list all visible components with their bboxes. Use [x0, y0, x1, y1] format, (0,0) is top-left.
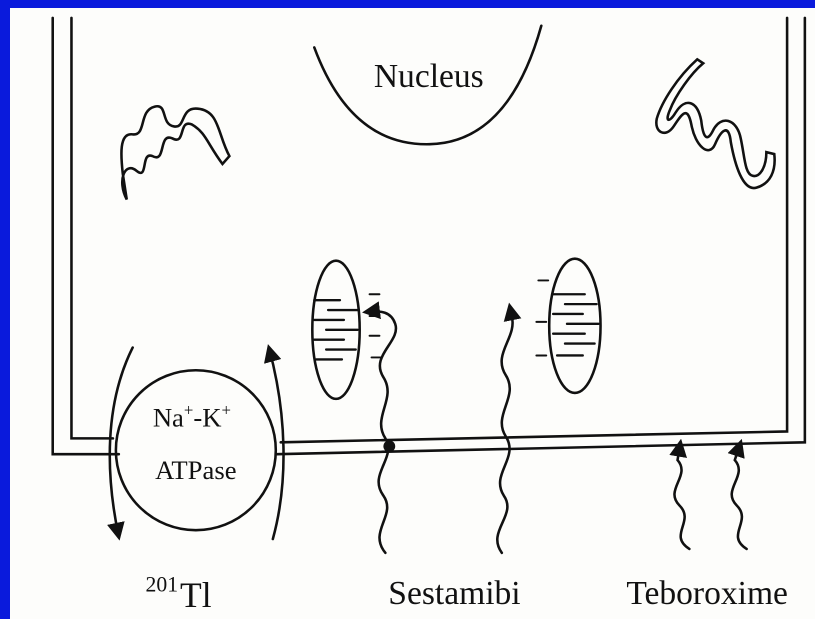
teboroxime-label: Teboroxime	[626, 575, 788, 612]
pump-ions-label: Na+-K+	[153, 401, 231, 433]
mitochondrion-right-charges	[536, 280, 548, 355]
sestamibi-path-right	[497, 306, 512, 553]
thallium-mass-number: 201	[146, 572, 179, 596]
mitochondrion-right	[549, 259, 600, 393]
sestamibi-label: Sestamibi	[388, 575, 520, 612]
teboroxime-path-2	[732, 442, 747, 549]
cell-diagram: Nucleus Na+-K+ ATPase 201 Tl Sestamibi T…	[10, 8, 815, 619]
membrane-transporter-dot	[383, 440, 395, 452]
thallium-symbol: Tl	[180, 575, 212, 615]
mitochondrion-left-cristae	[314, 300, 357, 359]
nucleus-label: Nucleus	[374, 58, 484, 95]
pump-enzyme-label: ATPase	[155, 455, 236, 485]
mitochondrion-right-cristae	[553, 294, 598, 355]
mitochondrion-left-charges	[370, 294, 382, 357]
thallium-arrow-out	[110, 348, 133, 538]
er-left	[121, 106, 229, 199]
na-k-atpase-pump	[116, 370, 276, 530]
sestamibi-path-left	[366, 311, 396, 553]
teboroxime-path-1	[674, 442, 689, 549]
diagram-canvas: Nucleus Na+-K+ ATPase 201 Tl Sestamibi T…	[10, 8, 815, 619]
er-right	[656, 59, 774, 188]
